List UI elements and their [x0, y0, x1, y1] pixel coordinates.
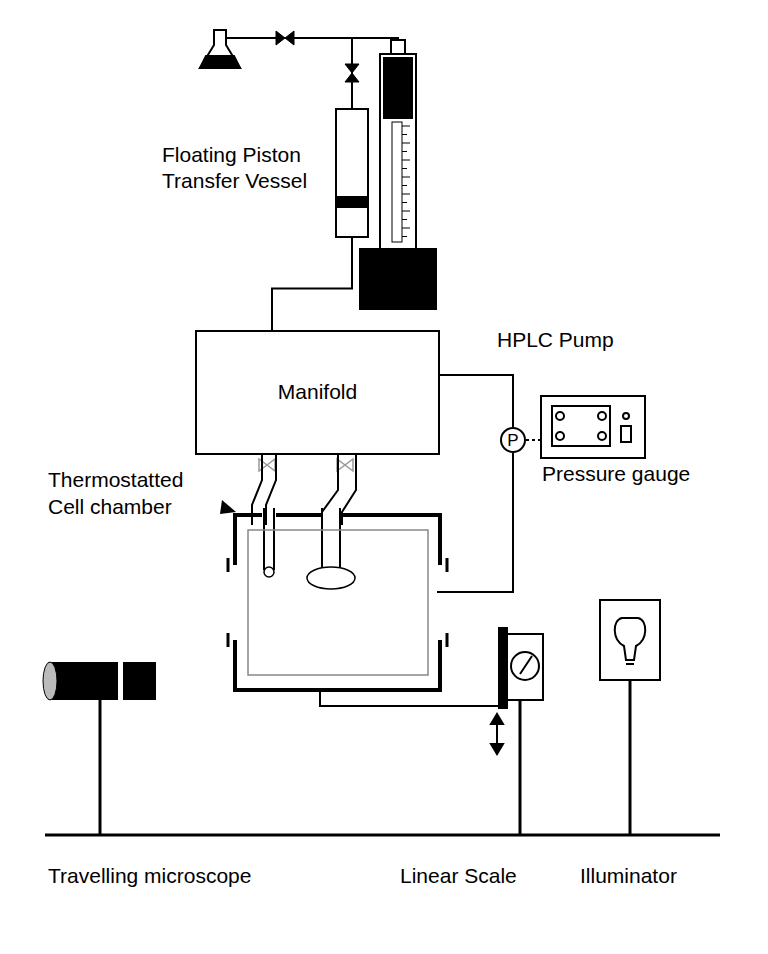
pendant-drop	[264, 567, 355, 589]
gauge-display	[598, 412, 606, 420]
cell-chamber	[248, 530, 428, 675]
flask	[200, 30, 240, 68]
null	[402, 126, 410, 127]
null	[402, 160, 410, 161]
travelling-microscope	[99, 700, 102, 835]
supply-tubing	[226, 38, 398, 46]
null	[402, 185, 407, 186]
travelling-microscope	[118, 662, 123, 700]
flask	[200, 30, 240, 68]
manifold-box: Manifold	[195, 330, 440, 455]
electrode-tubes	[322, 508, 340, 568]
null	[402, 168, 407, 169]
supply-tubing	[226, 38, 398, 108]
piston	[337, 196, 367, 208]
travelling-microscope	[43, 662, 156, 835]
null	[402, 228, 410, 229]
pressure-gauge: Pressure gauge	[540, 395, 646, 459]
tubing-line	[526, 439, 540, 441]
null	[402, 219, 407, 220]
gauge-display	[623, 413, 629, 419]
linear-scale	[519, 700, 522, 835]
cell-chamber	[235, 515, 440, 565]
pointer-arrow	[220, 500, 236, 514]
valve	[337, 459, 353, 471]
hplc-pump	[380, 54, 416, 249]
transfer-vessel: Floating Piston Transfer Vessel	[335, 108, 369, 238]
gauge-display	[556, 432, 564, 440]
node-label: Floating Piston Transfer Vessel	[162, 142, 327, 195]
node-label: Pressure gauge	[542, 461, 690, 487]
gauge-display	[556, 412, 564, 420]
hplc-pump	[384, 58, 412, 118]
hplc-pump	[360, 40, 436, 309]
part-label: Thermostatted Cell chamber	[48, 466, 218, 521]
node-label: Manifold	[278, 379, 357, 405]
null	[402, 236, 407, 237]
pendant-drop	[264, 567, 274, 577]
hplc-pump	[392, 122, 402, 242]
tubing-connector	[272, 238, 352, 330]
hplc-pump	[360, 249, 436, 309]
part-label: Illuminator	[580, 862, 730, 889]
illuminator	[615, 618, 646, 660]
gauge-display	[552, 406, 631, 446]
electrode-tubes	[252, 455, 356, 570]
pressure-line	[437, 453, 513, 592]
valve	[345, 64, 359, 82]
valve	[276, 31, 359, 82]
illuminator	[626, 663, 634, 665]
illuminator	[600, 600, 660, 680]
part-label: Linear Scale	[400, 862, 560, 889]
electrode-tubes	[322, 455, 338, 525]
electrode-tubes	[264, 508, 274, 570]
linear-scale	[507, 634, 543, 700]
tubing-connector	[440, 375, 513, 427]
pressure-line	[437, 453, 513, 592]
flask	[200, 56, 240, 68]
travelling-microscope	[48, 662, 156, 700]
gauge-display	[621, 426, 631, 442]
null	[402, 151, 407, 152]
pressure-transducer: P	[500, 427, 526, 453]
pointer-arrow	[220, 500, 236, 514]
cell-chamber	[228, 558, 447, 647]
linear-scale	[520, 656, 532, 674]
illuminator	[600, 600, 660, 835]
tubing-line	[440, 375, 513, 427]
pendant-drop	[307, 567, 355, 589]
illuminator	[629, 680, 632, 835]
linear-scale	[499, 628, 507, 708]
linear-scale	[320, 628, 543, 835]
part-label: HPLC Pump	[497, 326, 697, 353]
gauge-display	[552, 406, 610, 446]
null	[402, 194, 410, 195]
null	[402, 143, 410, 144]
linear-scale	[320, 690, 499, 706]
linear-scale	[491, 714, 503, 754]
null	[402, 211, 410, 212]
null	[402, 202, 407, 203]
piston	[337, 196, 367, 208]
cell-chamber	[235, 640, 440, 690]
part-label: Travelling microscope	[48, 862, 308, 889]
cell-chamber	[228, 515, 447, 690]
baseline	[45, 835, 720, 836]
tubing-line	[272, 238, 352, 330]
baseline	[45, 834, 720, 837]
null	[402, 134, 407, 135]
null	[402, 177, 410, 178]
valve	[276, 31, 294, 45]
node-label: P	[507, 432, 518, 449]
gauge-display	[598, 432, 606, 440]
tubing-connector	[526, 440, 540, 441]
travelling-microscope	[43, 662, 57, 700]
linear-scale	[511, 652, 539, 680]
null	[402, 126, 410, 237]
hplc-pump	[391, 40, 405, 54]
